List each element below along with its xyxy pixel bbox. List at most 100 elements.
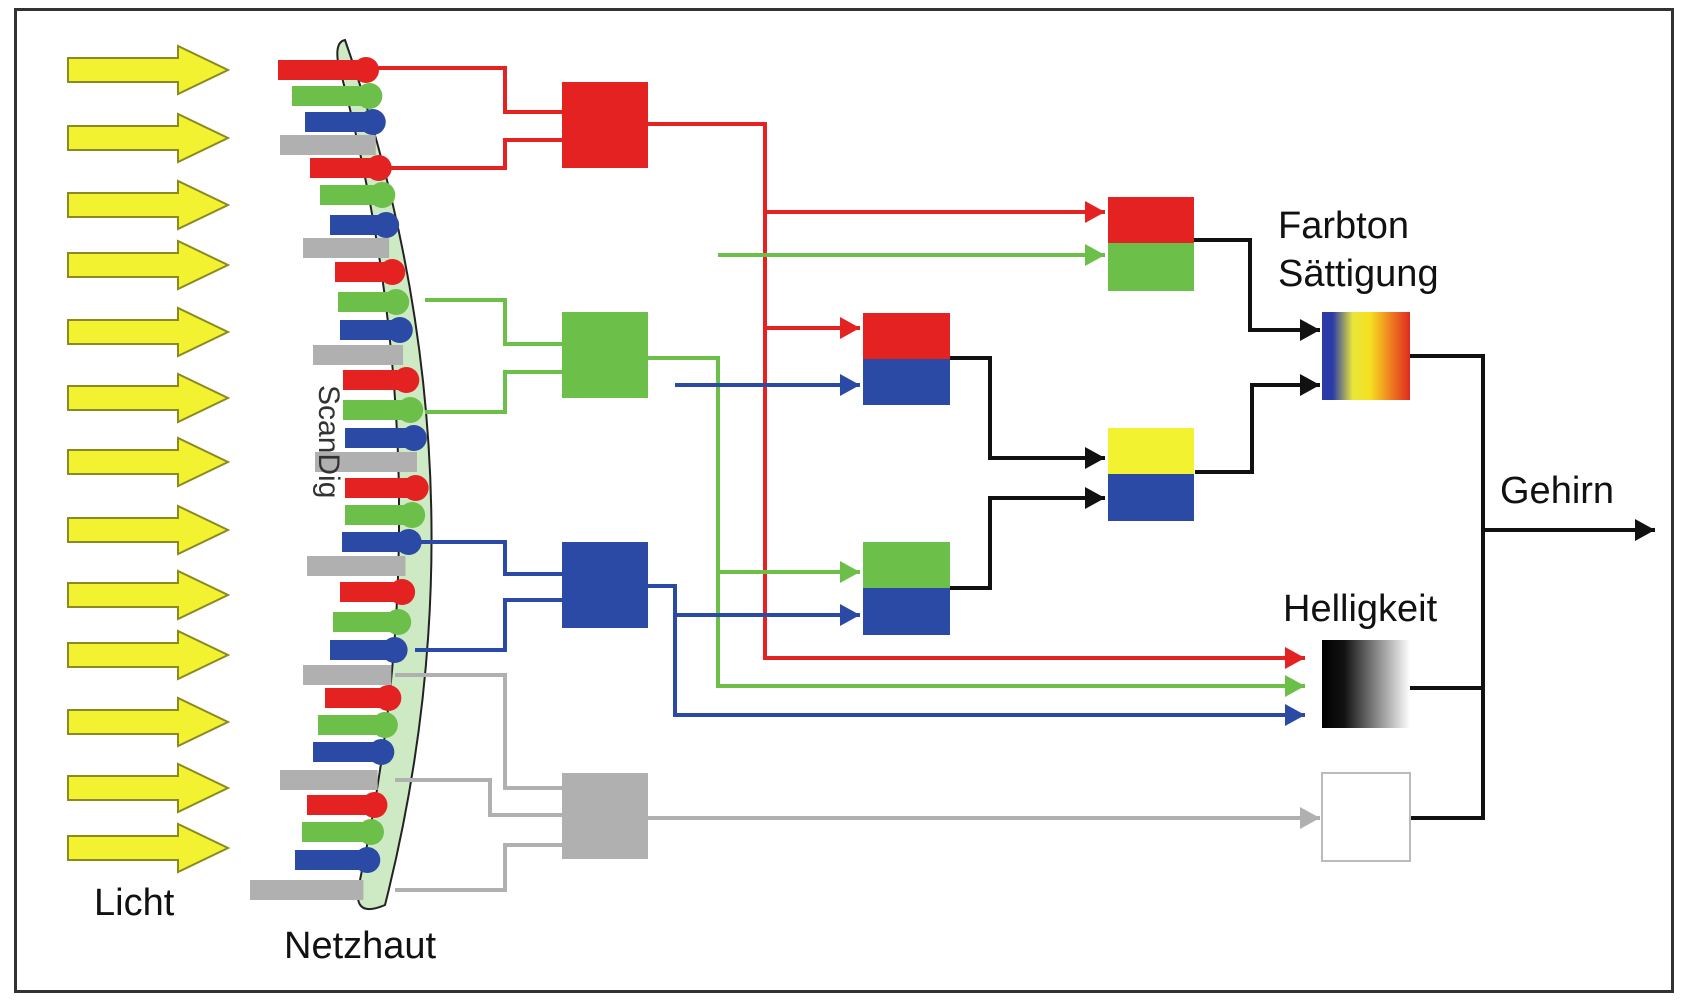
- black-wire: [1410, 354, 1485, 820]
- arrowhead: [1285, 647, 1305, 669]
- brain-label: Gehirn: [1500, 470, 1615, 512]
- light-arrow: [67, 44, 231, 96]
- blue-wire: [415, 598, 562, 652]
- blue-receptor: [342, 529, 422, 555]
- arrowhead: [1085, 487, 1105, 509]
- hue-saturation-box: [1322, 312, 1410, 400]
- red-receptor: [278, 57, 379, 83]
- red-wire: [380, 138, 562, 170]
- light-arrow: [67, 306, 231, 358]
- green-receptor: [345, 502, 426, 528]
- arrowhead: [1300, 374, 1320, 396]
- blue-wire: [415, 540, 562, 576]
- green-receptor: [318, 712, 398, 738]
- gray-wire: [395, 673, 562, 790]
- black-wire: [950, 356, 1105, 460]
- red-receptor: [310, 155, 392, 181]
- gray-receptor: [313, 345, 404, 365]
- gray-wire: [395, 778, 562, 817]
- green-receptor: [333, 609, 412, 635]
- green-receptor: [292, 83, 383, 109]
- saturation-label: Sättigung: [1278, 253, 1439, 295]
- white-box: [1321, 772, 1411, 862]
- red-green-box-top: [1108, 197, 1194, 243]
- gray-receptor: [250, 880, 364, 900]
- gray-receptor: [303, 665, 392, 685]
- arrowhead: [1085, 244, 1105, 266]
- gray-receptor: [280, 135, 376, 155]
- brightness-label: Helligkeit: [1283, 588, 1438, 630]
- black-wire: [950, 496, 1105, 590]
- blue-receptor: [330, 637, 408, 663]
- red-receptor: [343, 367, 420, 393]
- gray-receptor: [307, 556, 406, 576]
- green-receptor: [302, 819, 384, 845]
- green-wire: [648, 356, 1305, 688]
- green-blue-box-bottom: [863, 588, 950, 635]
- green-blue-box-top: [863, 542, 950, 588]
- red-blue-box-bottom: [863, 359, 950, 405]
- light-arrow: [67, 179, 231, 231]
- signal-wires: [365, 66, 1655, 892]
- watermark-text: ScanDig: [312, 385, 345, 499]
- light-arrow: [67, 629, 231, 681]
- green-receptor: [343, 397, 424, 423]
- light-arrow: [67, 436, 231, 488]
- arrowhead: [1085, 447, 1105, 469]
- red-receptor: [340, 579, 416, 605]
- light-arrow: [67, 504, 231, 556]
- blue-receptor: [295, 847, 381, 873]
- arrowhead: [840, 561, 860, 583]
- light-arrow: [67, 696, 231, 748]
- red-green-box-bottom: [1108, 243, 1194, 291]
- gray-wire: [395, 843, 562, 892]
- green-collector-box: [562, 312, 648, 398]
- blue-receptor: [340, 317, 413, 343]
- green-receptor: [320, 182, 396, 208]
- light-arrow: [67, 569, 231, 621]
- arrowhead: [1285, 704, 1305, 726]
- red-blue-box-top: [863, 313, 950, 359]
- retina-label: Netzhaut: [284, 925, 437, 967]
- light-arrow: [67, 112, 231, 164]
- blue-collector-box: [562, 542, 648, 628]
- light-arrow: [67, 762, 231, 814]
- receptor-cells: [250, 57, 429, 900]
- light-arrows: [67, 44, 231, 874]
- blue-receptor: [345, 425, 427, 451]
- blue-wire: [648, 584, 1305, 717]
- red-wire: [648, 122, 1305, 660]
- green-wire: [425, 370, 562, 414]
- arrowhead: [840, 604, 860, 626]
- blue-receptor: [313, 739, 395, 765]
- hue-label: Farbton: [1278, 205, 1409, 247]
- light-arrow: [67, 239, 231, 291]
- light-label: Licht: [94, 882, 175, 924]
- light-arrow: [67, 822, 231, 874]
- brightness-box: [1322, 640, 1410, 728]
- arrowhead: [1285, 675, 1305, 697]
- gray-receptor: [315, 452, 417, 472]
- red-receptor: [307, 792, 388, 818]
- red-receptor: [345, 475, 429, 501]
- gray-receptor: [303, 238, 390, 258]
- green-wire: [425, 298, 562, 346]
- gray-receptor: [280, 770, 378, 790]
- yellow-blue-box-top: [1108, 428, 1194, 474]
- gray-collector-box: [562, 773, 648, 859]
- arrowhead: [1300, 319, 1320, 341]
- arrowhead: [1085, 201, 1105, 223]
- red-receptor: [325, 685, 402, 711]
- arrowhead: [1635, 519, 1655, 541]
- processing-boxes: [562, 82, 1411, 862]
- arrowhead: [1300, 807, 1320, 829]
- arrowhead: [840, 317, 860, 339]
- red-collector-box: [562, 82, 648, 168]
- red-wire: [365, 66, 562, 114]
- black-wire: [1192, 238, 1320, 332]
- black-wire: [1195, 383, 1320, 474]
- light-arrow: [67, 372, 231, 424]
- yellow-blue-box-bottom: [1108, 474, 1194, 521]
- blue-receptor: [305, 109, 386, 135]
